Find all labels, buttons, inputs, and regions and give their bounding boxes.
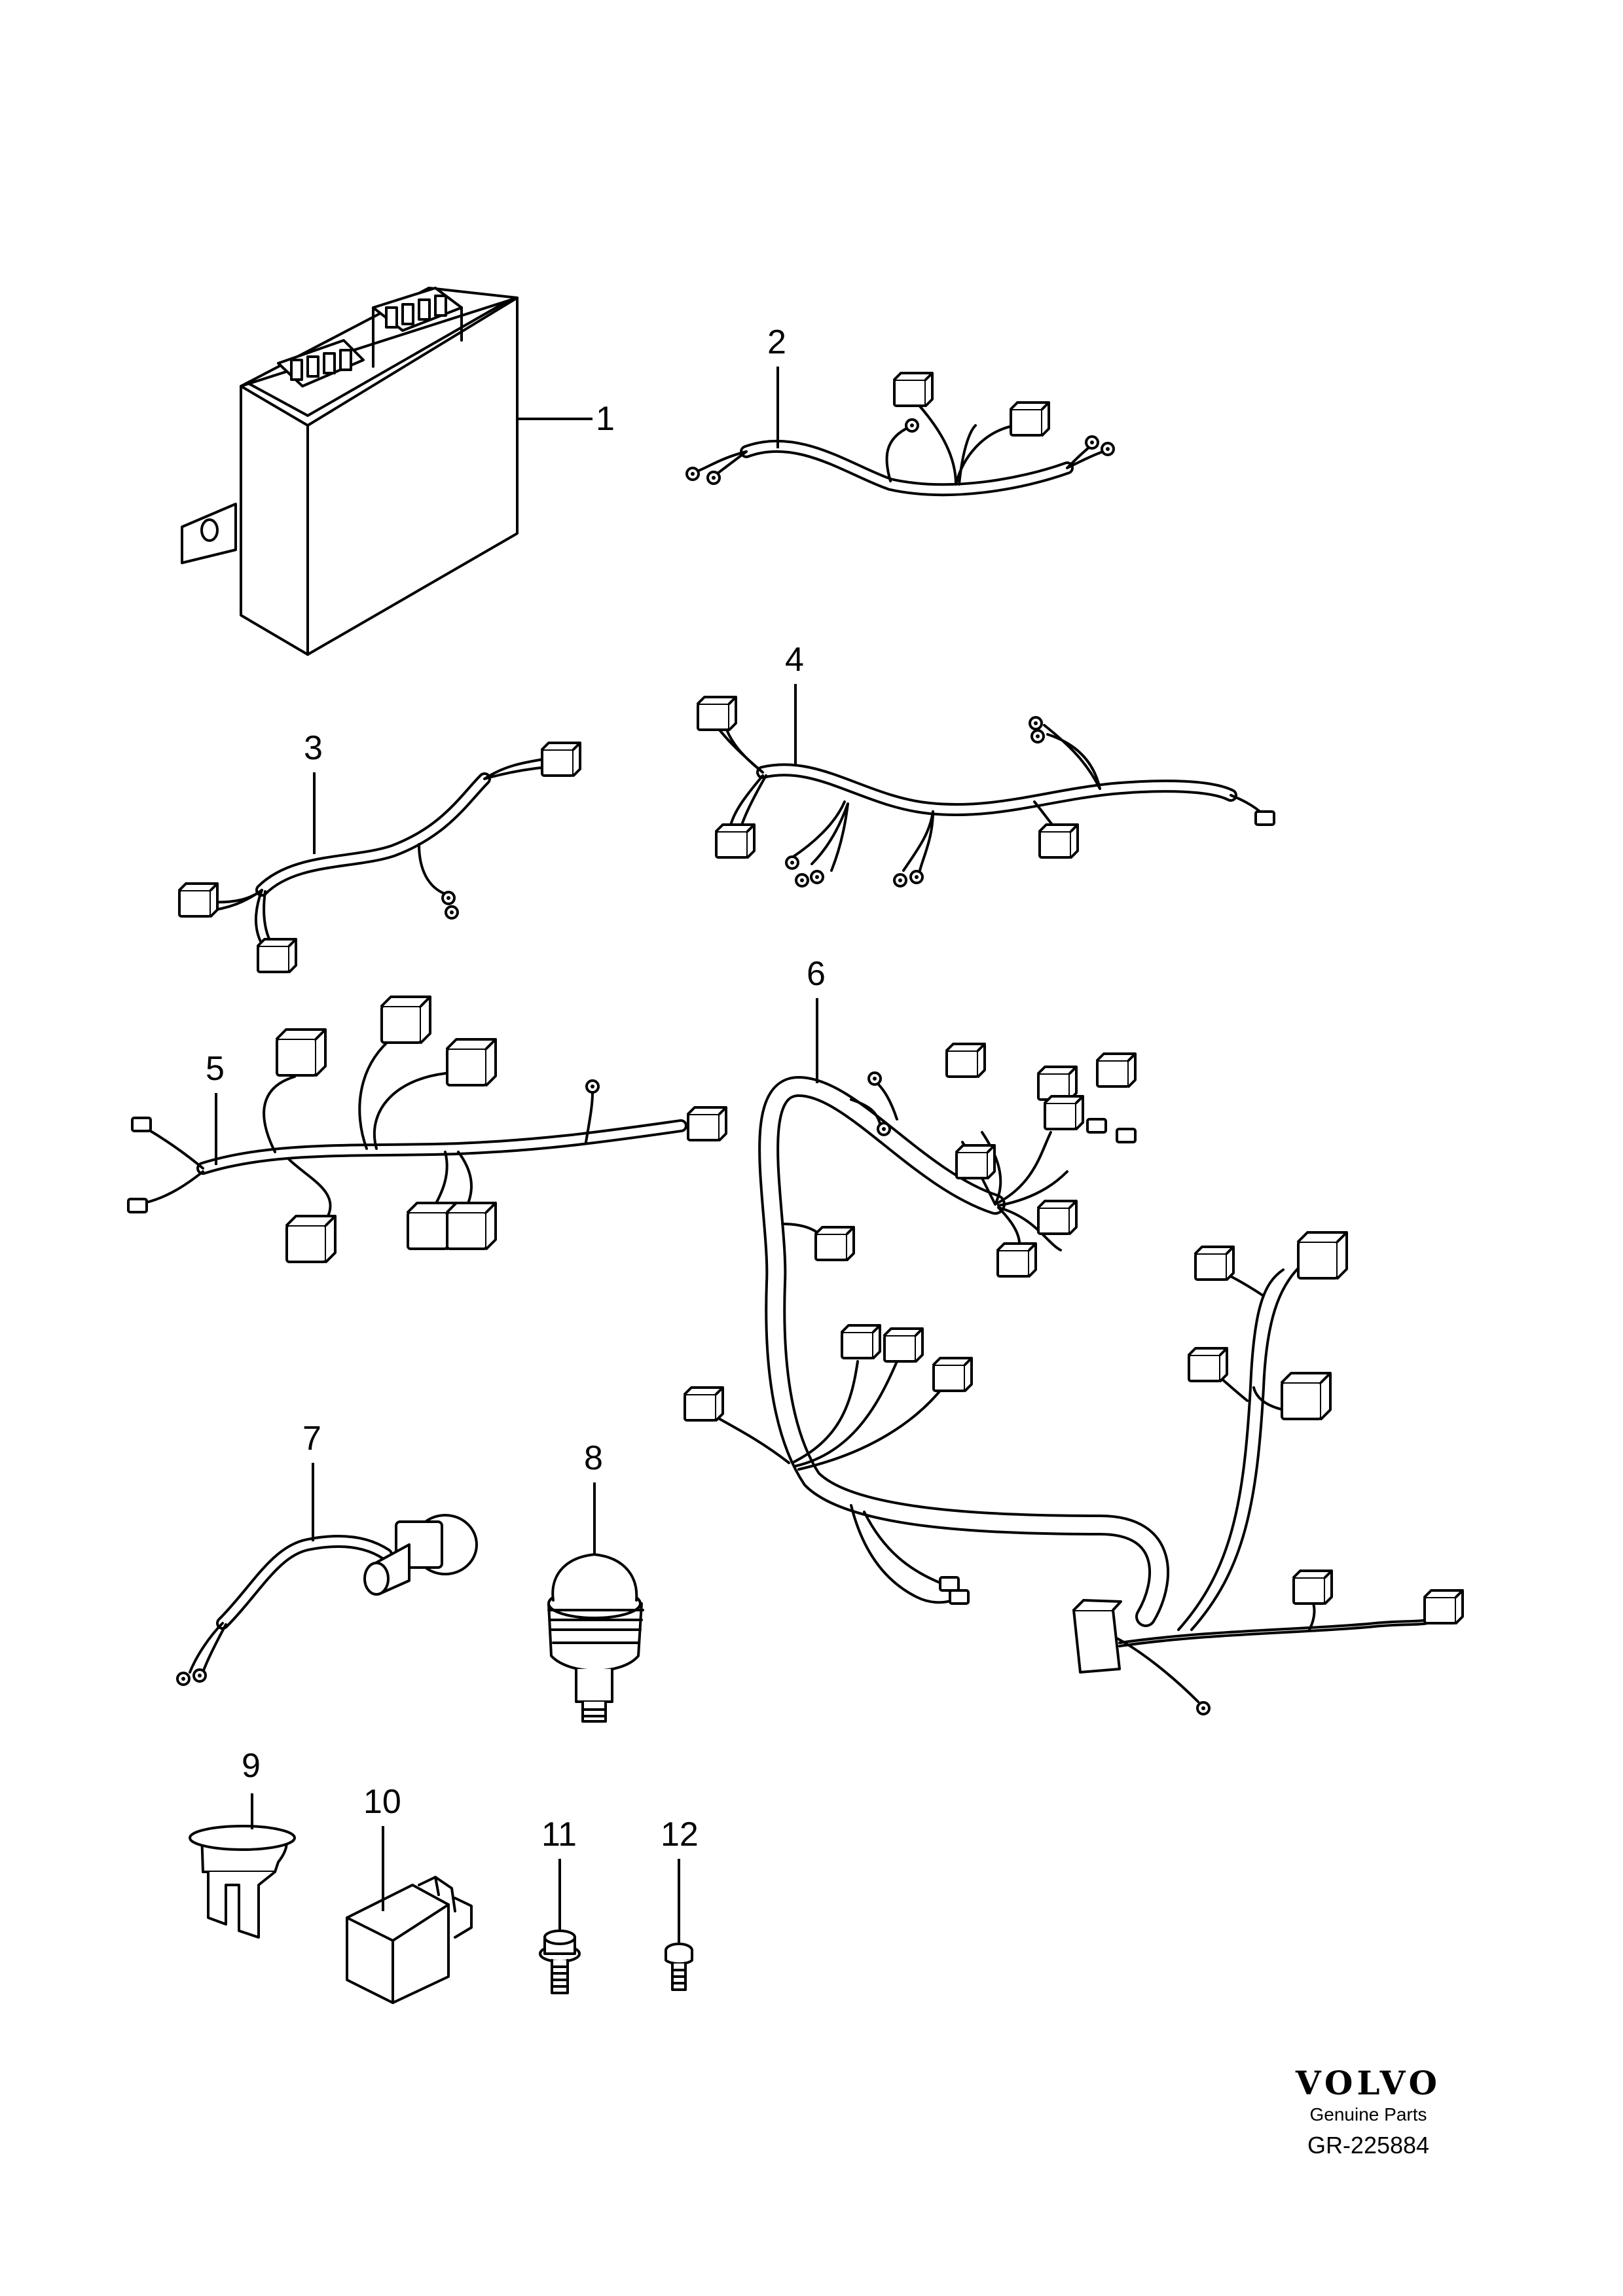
callout-10: 10 [363,1783,401,1821]
callout-4: 4 [785,641,804,679]
callout-2: 2 [767,323,786,361]
callout-8: 8 [584,1439,603,1477]
callout-9: 9 [242,1747,261,1785]
callout-5: 5 [206,1050,225,1088]
callout-7: 7 [302,1420,321,1458]
harness-7-part [176,1514,478,1686]
callout-12: 12 [661,1816,699,1854]
bolt-11-part [539,1929,581,1994]
callout-6: 6 [807,955,826,993]
callout-11: 11 [541,1816,577,1854]
relay-10-part [346,1876,473,2004]
harness-5-part [127,996,727,1263]
volvo-logo: VOLVO [1295,2064,1442,2102]
brand-block: VOLVO Genuine Parts GR-225884 [1231,2065,1506,2161]
harness-6-part [684,1043,1464,1715]
harness-3-part [178,742,581,973]
screw-12-part [665,1943,693,1991]
harness-4-part [697,696,1275,888]
callout-3: 3 [304,729,323,767]
switch-8-part [547,1553,644,1723]
harness-2-part [685,372,1115,497]
callout-1: 1 [596,400,615,438]
brand-subtitle: Genuine Parts [1309,2104,1427,2125]
diagram-reference: GR-225884 [1307,2132,1430,2159]
fuse-9-part [189,1825,296,1939]
control-module-part [181,287,519,656]
